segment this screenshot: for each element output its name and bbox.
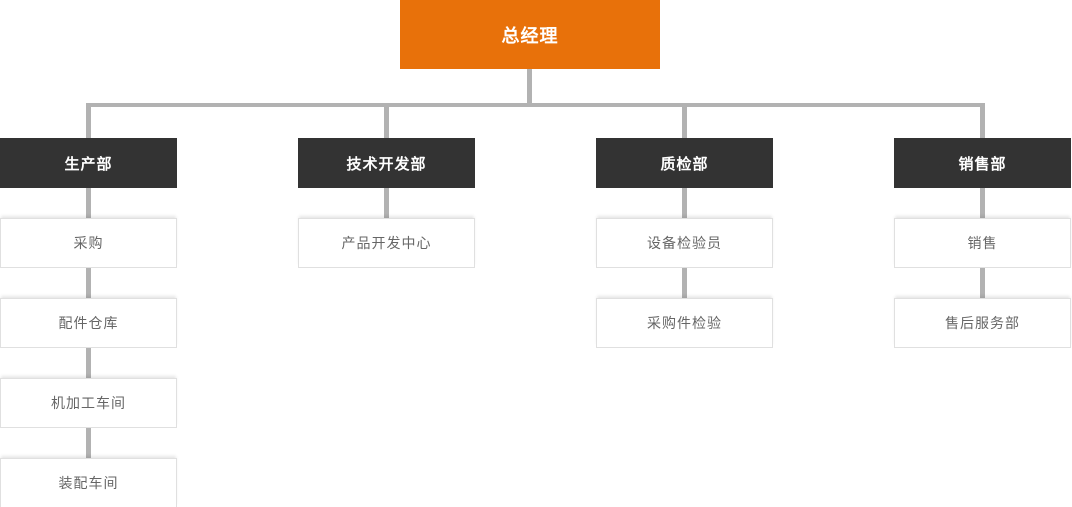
org-node-machining-workshop[interactable]: 机加工车间 [0,378,177,428]
connector-vertical [980,268,985,298]
org-node-assembly-workshop[interactable]: 装配车间 [0,458,177,507]
connector-vertical [86,268,91,298]
org-node-sales-label: 销售 [967,235,998,251]
connector-horizontal-bus [86,103,985,107]
org-node-general-manager[interactable]: 总经理 [400,0,660,69]
connector-root-stub [527,69,532,103]
org-node-general-manager-label: 总经理 [501,25,559,46]
org-node-parts-warehouse[interactable]: 配件仓库 [0,298,177,348]
org-node-quality-dept[interactable]: 质检部 [596,138,773,188]
org-node-production-dept[interactable]: 生产部 [0,138,177,188]
org-node-quality-dept-label: 质检部 [660,155,709,173]
org-node-after-sales-service-label: 售后服务部 [945,315,1020,331]
org-node-machining-workshop-label: 机加工车间 [51,395,126,411]
connector-vertical [980,188,985,218]
org-column-sales: 销售部 销售 售后服务部 [894,138,1071,348]
org-node-tech-dev-dept-label: 技术开发部 [346,155,427,173]
org-node-sales-dept-label: 销售部 [958,155,1007,173]
org-node-tech-dev-dept[interactable]: 技术开发部 [298,138,475,188]
connector-drop-tech-dev [384,107,389,138]
org-node-after-sales-service[interactable]: 售后服务部 [894,298,1071,348]
connector-drop-quality [682,107,687,138]
org-node-parts-warehouse-label: 配件仓库 [58,315,119,331]
org-column-tech-dev: 技术开发部 产品开发中心 [298,138,475,268]
org-node-assembly-workshop-label: 装配车间 [58,475,119,491]
org-node-product-dev-center[interactable]: 产品开发中心 [298,218,475,268]
org-node-purchasing[interactable]: 采购 [0,218,177,268]
connector-drop-sales [980,107,985,138]
org-node-sales[interactable]: 销售 [894,218,1071,268]
connector-vertical [86,428,91,458]
org-node-product-dev-center-label: 产品开发中心 [341,235,432,251]
org-column-production: 生产部 采购 配件仓库 机加工车间 装配车间 [0,138,177,507]
connector-vertical [86,188,91,218]
connector-vertical [682,188,687,218]
org-column-quality: 质检部 设备检验员 采购件检验 [596,138,773,348]
org-node-sales-dept[interactable]: 销售部 [894,138,1071,188]
org-node-equipment-inspector[interactable]: 设备检验员 [596,218,773,268]
connector-vertical [682,268,687,298]
connector-drop-production [86,107,91,138]
org-node-production-dept-label: 生产部 [64,155,113,173]
org-node-purchasing-label: 采购 [73,235,104,251]
connector-vertical [384,188,389,218]
org-node-purchased-parts-inspection[interactable]: 采购件检验 [596,298,773,348]
org-node-purchased-parts-inspection-label: 采购件检验 [647,315,722,331]
org-node-equipment-inspector-label: 设备检验员 [647,235,722,251]
connector-vertical [86,348,91,378]
